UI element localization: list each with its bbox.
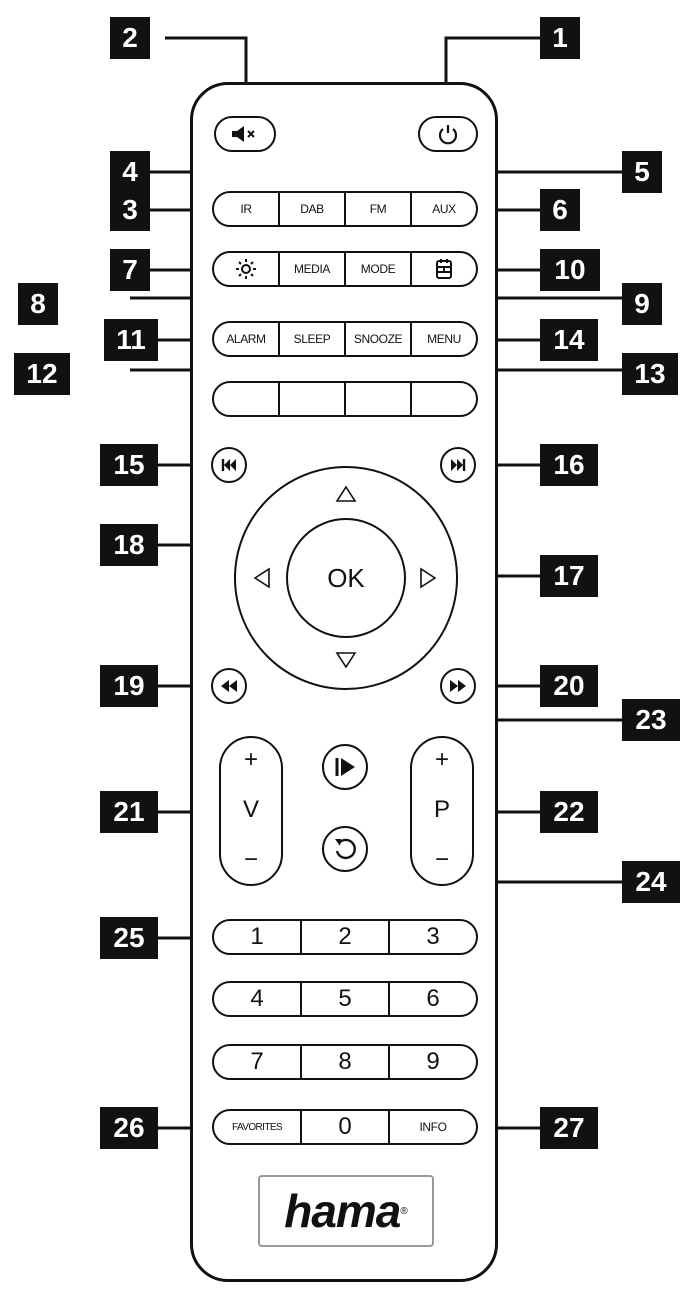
key-3[interactable]: 3 [388,921,476,953]
callout-3: 3 [110,189,150,231]
callout-20: 20 [540,665,598,707]
callout-23: 23 [622,699,680,741]
skip-back-button[interactable] [211,447,247,483]
number-row-3: 7 8 9 [212,1044,478,1080]
callout-8: 8 [18,283,58,325]
callout-5: 5 [622,151,662,193]
arrow-left-icon[interactable] [252,566,272,590]
callout-21: 21 [100,791,158,833]
callout-27: 27 [540,1107,598,1149]
callout-12: 12 [14,353,70,395]
callout-6: 6 [540,189,580,231]
key-2[interactable]: 2 [300,921,388,953]
aux-button[interactable]: AUX [410,193,476,225]
volume-up[interactable]: + [243,746,258,773]
program-rocker[interactable]: + P − [410,736,474,886]
skip-forward-button[interactable] [440,447,476,483]
alarm-button[interactable]: ALARM [226,332,266,346]
callout-2: 2 [110,17,150,59]
function-row [212,381,478,417]
fast-forward-button[interactable] [440,668,476,704]
callout-18: 18 [100,524,158,566]
key-6[interactable]: 6 [388,983,476,1015]
key-5[interactable]: 5 [300,983,388,1015]
volume-rocker[interactable]: + V − [219,736,283,886]
power-button[interactable] [418,116,478,152]
back-button[interactable] [322,826,368,872]
callout-7: 7 [110,249,150,291]
function-button-3[interactable] [344,383,410,415]
program-up[interactable]: + [434,746,449,773]
callout-17: 17 [540,555,598,597]
key-4[interactable]: 4 [250,985,264,1012]
volume-label: V [242,796,259,823]
callout-19: 19 [100,665,158,707]
function-button-1[interactable] [214,383,278,415]
callout-24: 24 [622,861,680,903]
speaker-mute-icon [216,118,274,150]
number-row-1: 1 2 3 [212,919,478,955]
key-8[interactable]: 8 [300,1046,388,1078]
source-row: IR DAB FM AUX [212,191,478,227]
dab-button[interactable]: DAB [278,193,344,225]
back-icon [335,838,356,860]
callout-9: 9 [622,283,662,325]
callout-16: 16 [540,444,598,486]
callout-22: 22 [540,791,598,833]
number-row-2: 4 5 6 [212,981,478,1017]
favorites-button[interactable]: FAVORITES [232,1121,283,1133]
number-row-4: FAVORITES 0 INFO [212,1109,478,1145]
brand-name: hama [284,1185,401,1237]
mode-button[interactable]: MODE [344,253,410,285]
ok-button[interactable]: OK [286,518,406,638]
callout-1: 1 [540,17,580,59]
key-7[interactable]: 7 [250,1048,264,1075]
arrow-right-icon[interactable] [418,566,438,590]
menu-button[interactable]: MENU [410,323,476,355]
rewind-button[interactable] [211,668,247,704]
power-icon [420,118,476,150]
callout-26: 26 [100,1107,158,1149]
fm-button[interactable]: FM [344,193,410,225]
arrow-up-icon[interactable] [334,484,358,504]
info-button[interactable]: INFO [388,1111,476,1143]
callout-13: 13 [622,353,678,395]
brightness-button[interactable] [214,253,278,285]
program-label: P [433,796,450,823]
mute-button[interactable] [214,116,276,152]
snooze-button[interactable]: SNOOZE [344,323,410,355]
calendar-icon [436,259,452,279]
callout-25: 25 [100,917,158,959]
function-button-2[interactable] [278,383,344,415]
epg-button[interactable] [410,253,476,285]
callout-15: 15 [100,444,158,486]
navigation-ring[interactable] [234,466,458,690]
skip-forward-icon [451,459,466,471]
arrow-down-icon[interactable] [334,650,358,670]
callout-11: 11 [104,319,158,361]
key-0[interactable]: 0 [300,1111,388,1143]
callout-4: 4 [110,151,150,193]
ir-button[interactable]: IR [240,202,252,216]
volume-down[interactable]: − [243,846,258,873]
sun-icon [236,259,256,279]
callout-10: 10 [540,249,600,291]
key-1[interactable]: 1 [250,923,264,950]
alarm-row: ALARM SLEEP SNOOZE MENU [212,321,478,357]
rewind-icon [221,680,237,692]
play-pause-icon [335,758,355,776]
media-row: MEDIA MODE [212,251,478,287]
media-button[interactable]: MEDIA [278,253,344,285]
function-button-4[interactable] [410,383,476,415]
sleep-button[interactable]: SLEEP [278,323,344,355]
callout-14: 14 [540,319,598,361]
play-pause-button[interactable] [322,744,368,790]
fast-forward-icon [450,680,466,692]
skip-back-icon [221,459,236,471]
program-down[interactable]: − [434,846,449,873]
key-9[interactable]: 9 [388,1046,476,1078]
registered-mark: ® [400,1205,408,1217]
hama-logo: hama® [258,1175,434,1247]
